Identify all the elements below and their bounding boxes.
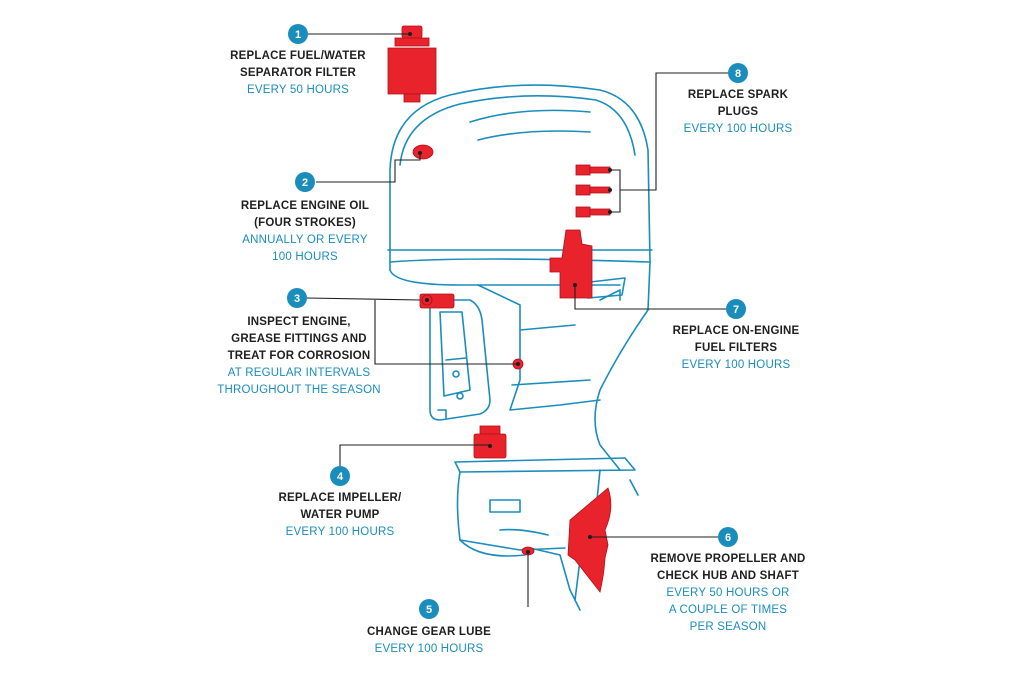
part-impeller <box>473 425 507 459</box>
label-3: INSPECT ENGINE, GREASE FITTINGS AND TREA… <box>217 316 381 396</box>
part-on-engine-fuel-filter <box>549 229 593 299</box>
label-8: REPLACE SPARK PLUGS EVERY 100 HOURS <box>683 89 793 135</box>
svg-text:3: 3 <box>294 293 300 305</box>
svg-text:5: 5 <box>426 604 432 616</box>
label-2: REPLACE ENGINE OIL (FOUR STROKES) ANNUAL… <box>240 200 370 263</box>
svg-text:8: 8 <box>735 68 741 80</box>
badge-4: 4 <box>330 466 350 486</box>
part-oil-drain <box>412 144 434 160</box>
badge-2: 2 <box>295 172 315 192</box>
part-spark-plugs <box>575 164 611 218</box>
part-propeller <box>567 487 612 593</box>
badge-6: 6 <box>718 527 738 547</box>
label-6: REMOVE PROPELLER AND CHECK HUB AND SHAFT… <box>650 553 806 633</box>
badge-7: 7 <box>726 299 746 319</box>
svg-text:2: 2 <box>302 177 308 189</box>
svg-text:7: 7 <box>733 304 739 316</box>
part-grease-fitting <box>419 293 455 309</box>
badge-1: 1 <box>288 24 308 44</box>
label-4: REPLACE IMPELLER/ WATER PUMP EVERY 100 H… <box>278 492 402 538</box>
badge-8: 8 <box>728 63 748 83</box>
badge-5: 5 <box>419 599 439 619</box>
label-1: REPLACE FUEL/WATER SEPARATOR FILTER EVER… <box>230 50 366 96</box>
part-fuel-water-filter <box>387 25 437 103</box>
motor-outline <box>387 84 653 611</box>
label-5: CHANGE GEAR LUBE EVERY 100 HOURS <box>367 626 491 655</box>
badge-3: 3 <box>287 288 307 308</box>
leader-lines <box>306 33 728 607</box>
svg-text:6: 6 <box>725 532 731 544</box>
label-7: REPLACE ON-ENGINE FUEL FILTERS EVERY 100… <box>672 325 800 371</box>
leader-dots <box>408 32 612 554</box>
svg-text:4: 4 <box>337 471 344 483</box>
svg-text:1: 1 <box>295 29 301 41</box>
